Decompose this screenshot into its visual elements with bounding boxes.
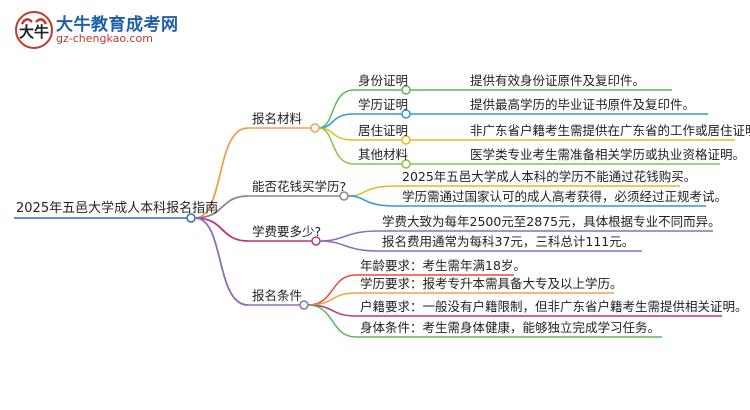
material-other-detail: 医学类专业考生需准备相关学历或执业资格证明。 — [470, 147, 746, 162]
material-id-detail: 提供有效身份证原件及复印件。 — [470, 73, 646, 88]
buy-degree-note: 学历需通过国家认可的成人高考获得，必须经过正规考试。 — [402, 189, 728, 204]
branch-connector-buy — [194, 195, 249, 219]
branch-connector-materials — [194, 127, 249, 219]
material-id-label[interactable]: 身份证明 — [358, 73, 409, 88]
condition-education: 学历要求：报考专升本需具备大专及以上学历。 — [360, 276, 623, 291]
bull-logo-icon: 大牛 — [15, 11, 53, 49]
site-url: gz-chengkao.com — [56, 32, 153, 45]
svg-text:大牛: 大牛 — [19, 23, 49, 41]
material-residence-label[interactable]: 居住证明 — [358, 123, 409, 138]
material-residence-detail: 非广东省户籍考生需提供在广东省的工作或居住证明。 — [470, 123, 750, 138]
branch-connector-conditions — [194, 217, 249, 306]
material-other-label[interactable]: 其他材料 — [358, 147, 409, 162]
branch-connector-fee — [194, 217, 249, 242]
root-node[interactable]: 2025年五邑大学成人本科报名指南 — [16, 201, 219, 216]
branch-buy-degree[interactable]: 能否花钱买学历? — [252, 179, 347, 194]
condition-age: 年龄要求：考生需年满18岁。 — [360, 258, 526, 273]
branch-materials[interactable]: 报名材料 — [252, 111, 303, 126]
material-edu-label[interactable]: 学历证明 — [358, 97, 409, 112]
condition-health: 身体条件：考生需身体健康，能够独立完成学习任务。 — [360, 320, 661, 335]
branch-conditions[interactable]: 报名条件 — [252, 288, 303, 303]
tuition-registration-fee: 报名费用通常为每科37元，三科总计111元。 — [382, 234, 635, 249]
branch-dot-materials — [310, 123, 320, 133]
material-edu-detail: 提供最高学历的毕业证书原件及复印件。 — [470, 97, 696, 112]
buy-degree-answer: 2025年五邑大学成人本科的学历不能通过花钱购买。 — [402, 169, 697, 184]
condition-household: 户籍要求：一般没有户籍限制，但非广东省户籍考生需提供相关证明。 — [360, 299, 748, 314]
site-logo[interactable]: 大牛 大牛教育成考网 gz-chengkao.com — [14, 8, 214, 52]
branch-tuition[interactable]: 学费要多少? — [252, 224, 322, 239]
site-title: 大牛教育成考网 — [56, 15, 179, 35]
tuition-annual: 学费大致为每年2500元至2875元，具体根据专业不同而异。 — [382, 214, 721, 229]
